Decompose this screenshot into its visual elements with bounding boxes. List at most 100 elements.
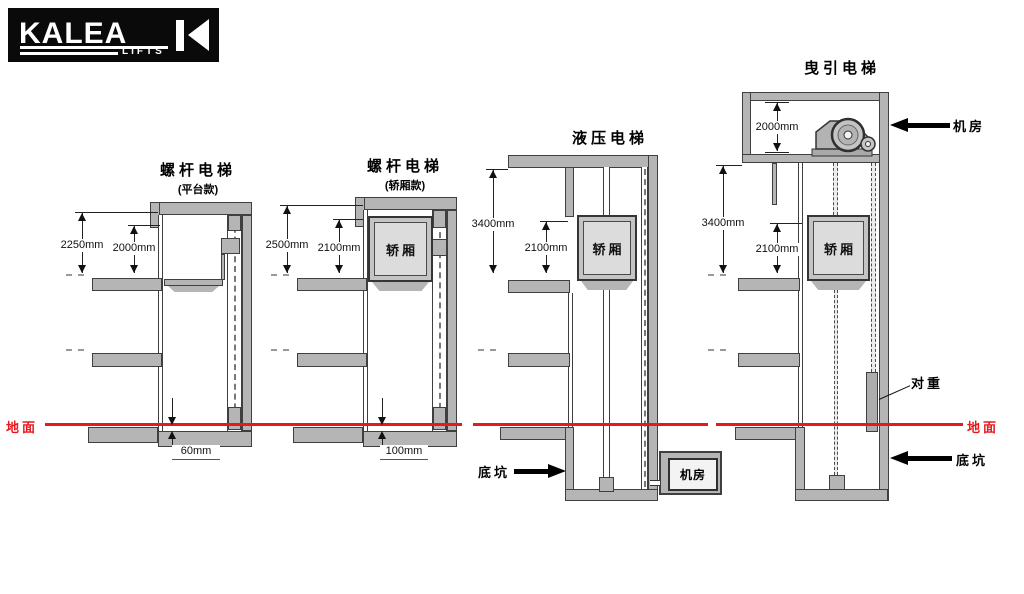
- d4-dim-outer-tick: [716, 165, 742, 166]
- d4-counterweight-label: 对重: [911, 376, 944, 391]
- d4-dim-top-tick-upper: [765, 102, 789, 103]
- d4-machine-room-left-wall: [742, 92, 751, 163]
- kalea-logo: KALEA LIFTS: [8, 8, 219, 62]
- d2-right-wall: [447, 210, 457, 431]
- d4-dim-inner-arrow-bottom: [773, 265, 781, 273]
- d3-right-wall: [648, 155, 658, 501]
- d3-pit-arrow-tail: [514, 469, 550, 474]
- d3-machine-room-inner: 机房: [668, 458, 718, 491]
- d1-dim-outer-arrow-top: [78, 213, 86, 221]
- d3-cabin-interior: 轿厢: [583, 221, 631, 275]
- d3-top-beam: [508, 155, 658, 168]
- d3-title: 液压电梯: [571, 130, 648, 147]
- logo-k-arrow-icon: [188, 19, 209, 51]
- d4-cabin-interior: 轿厢: [813, 221, 864, 275]
- d1-platform-skirt: [168, 286, 219, 292]
- d1-left-wall: [158, 215, 163, 431]
- d3-dim-outer-arrow-bottom: [489, 265, 497, 273]
- d4-cabin-rope: [833, 163, 838, 215]
- d3-dim-inner-tick: [540, 221, 568, 222]
- d3-guide-rail: [641, 167, 648, 489]
- logo-sub-text: LIFTS: [122, 46, 165, 57]
- d1-screw-bottom-block: [228, 407, 241, 430]
- d3-pit-arrow-icon: [548, 464, 566, 478]
- d3-cabin: 轿厢: [577, 215, 637, 281]
- d1-dim-outer-arrow-bottom: [78, 265, 86, 273]
- d2-dim-inner-tick: [333, 219, 363, 220]
- d3-machine-room-label: 机房: [679, 468, 706, 482]
- logo-k-icon: [176, 20, 184, 51]
- d2-level-mark-1: [271, 274, 289, 276]
- d4-level-mark-1: [708, 274, 726, 276]
- ground-line-segment-3: [716, 423, 963, 426]
- d4-machine-room-arrow-icon: [890, 118, 908, 132]
- d1-platform-bracket: [221, 254, 225, 280]
- d3-cabin-label: 轿厢: [592, 241, 625, 257]
- d2-pit-dim-line-top: [382, 398, 383, 418]
- d3-floor-slab-upper: [508, 280, 570, 293]
- d1-pit-dim-line-top: [172, 398, 173, 418]
- d4-counterweight-rope: [871, 163, 876, 372]
- d1-screw-carriage: [221, 238, 240, 254]
- d4-cabin: 轿厢: [807, 215, 870, 281]
- d2-dim-outer-arrow-top: [283, 206, 291, 214]
- d2-screw-top-block: [433, 210, 446, 228]
- d4-dim-top-tick-lower: [765, 152, 789, 153]
- d3-dim-outer-tick: [486, 169, 508, 170]
- d3-pit-label: 底坑: [478, 465, 511, 480]
- d2-cabin-skirt: [372, 282, 429, 291]
- d2-dim-outer-label: 2500mm: [263, 239, 311, 252]
- d1-pit-dim-arrow-up: [168, 431, 176, 439]
- d4-pit-floor: [795, 489, 888, 501]
- logo-brand-text: KALEA: [19, 17, 128, 50]
- d1-level-mark-1: [66, 274, 84, 276]
- d2-pit-dim-arrow-up: [378, 431, 386, 439]
- d4-dim-outer-arrow-bottom: [719, 265, 727, 273]
- d2-screw-rod: [438, 212, 441, 429]
- d3-dim-inner-arrow-bottom: [542, 265, 550, 273]
- d4-cabin-skirt: [811, 281, 866, 290]
- d1-dim-outer-label: 2250mm: [58, 239, 106, 252]
- d2-title: 螺杆电梯: [366, 158, 443, 175]
- d1-floor-slab-lower: [92, 353, 162, 367]
- d4-dim-top-arrow-top: [773, 103, 781, 111]
- d1-screw-rod: [233, 217, 236, 429]
- d4-pit-label: 底坑: [956, 453, 989, 468]
- ground-label-left: 地面: [6, 420, 39, 435]
- d1-dim-inner-arrow-bottom: [130, 265, 138, 273]
- d2-cabin-label: 轿厢: [385, 242, 418, 258]
- d2-left-wall: [363, 210, 368, 431]
- d4-dim-top-arrow-bottom: [773, 143, 781, 151]
- d3-dim-inner-label: 2100mm: [522, 242, 570, 255]
- d1-level-mark-2: [66, 349, 84, 351]
- d1-floor-slab-upper: [92, 278, 162, 291]
- d4-dim-top-label: 2000mm: [753, 121, 801, 134]
- d1-dim-inner-label: 2000mm: [110, 242, 158, 255]
- d4-ground-slab: [735, 427, 797, 440]
- d2-ground-slab: [293, 427, 363, 443]
- d4-machine-room-arrow-tail: [906, 123, 950, 128]
- d1-dim-outer-tick: [75, 212, 158, 213]
- d2-pit-dim-arrow-down: [378, 417, 386, 425]
- d3-left-wall-upper: [565, 167, 574, 217]
- d1-screw-column: [227, 215, 242, 431]
- d2-cabin: 轿厢: [368, 216, 433, 282]
- d3-level-mark: [478, 349, 496, 351]
- d4-hanging-wall-stub: [772, 163, 777, 205]
- logo-underline-1: [20, 46, 168, 49]
- d2-floor-slab-upper: [297, 278, 367, 291]
- d2-dim-outer-tick: [280, 205, 363, 206]
- d3-cylinder-base: [599, 477, 614, 492]
- d2-dim-inner-arrow-top: [335, 220, 343, 228]
- d4-left-wall: [798, 163, 803, 427]
- d2-screw-bottom-block: [433, 407, 446, 430]
- d1-dim-inner-tick: [128, 225, 160, 226]
- d2-dim-inner-label: 2100mm: [315, 242, 363, 255]
- d4-pit-arrow-icon: [890, 451, 908, 465]
- d1-pit-dim-label: 60mm: [172, 445, 220, 460]
- logo-underline-2: [20, 52, 118, 55]
- d4-traction-machine: [811, 117, 876, 157]
- d2-level-mark-2: [271, 349, 289, 351]
- ground-line-segment-1: [45, 423, 462, 426]
